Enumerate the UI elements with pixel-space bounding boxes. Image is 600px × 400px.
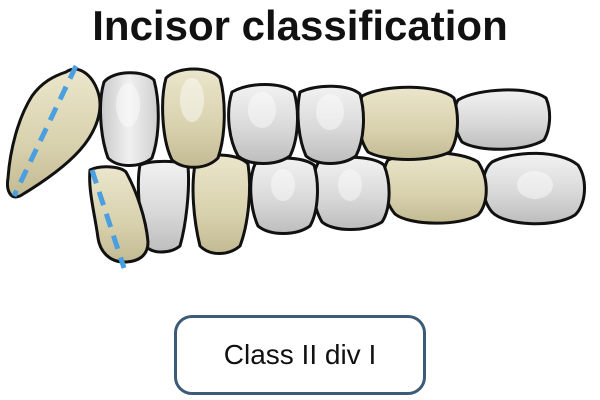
upper-lateral-incisor xyxy=(99,71,160,167)
classification-label: Class II div I xyxy=(223,339,377,370)
upper-canine xyxy=(161,67,226,169)
lower-first-premolar xyxy=(249,156,319,235)
lower-central-incisor-profile xyxy=(88,165,150,264)
upper-first-premolar xyxy=(227,83,299,165)
diagram-title: Incisor classification xyxy=(92,2,508,49)
lower-incisor-axis-line xyxy=(89,169,127,269)
upper-incisor-axis-line xyxy=(11,64,79,198)
upper-second-premolar xyxy=(296,84,365,165)
lower-first-molar xyxy=(382,151,488,225)
upper-second-molar xyxy=(453,88,552,151)
classification-label-box: Class II div I xyxy=(174,315,426,395)
lower-canine xyxy=(191,153,252,255)
upper-central-incisor-profile xyxy=(6,67,102,199)
upper-first-molar xyxy=(357,85,459,161)
